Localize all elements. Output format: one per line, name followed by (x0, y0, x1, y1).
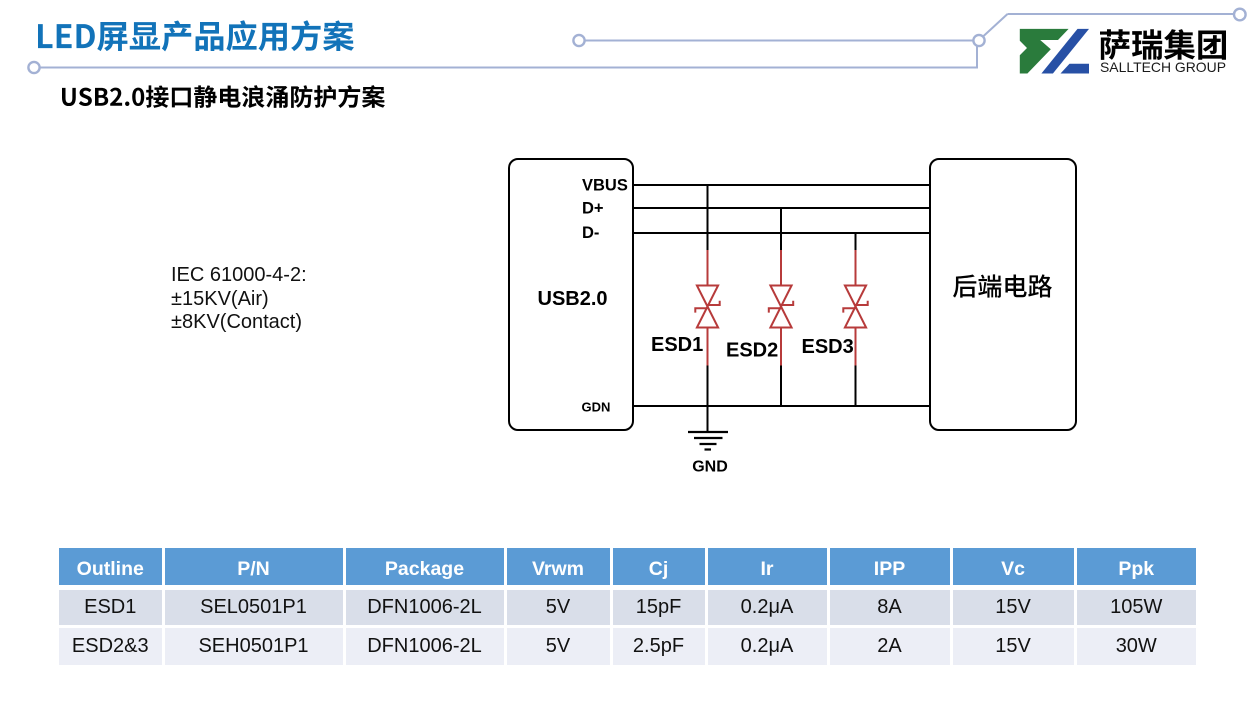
svg-text:ESD2: ESD2 (726, 339, 778, 361)
svg-text:GDN: GDN (582, 400, 611, 415)
svg-text:D+: D+ (582, 199, 604, 217)
svg-text:GND: GND (692, 459, 728, 476)
svg-text:SALLTECH GROUP: SALLTECH GROUP (1100, 59, 1226, 75)
svg-text:USB2.0: USB2.0 (538, 288, 608, 310)
svg-text:ESD1: ESD1 (651, 334, 703, 356)
svg-text:VBUS: VBUS (582, 177, 628, 195)
svg-text:ESD3: ESD3 (802, 336, 854, 358)
svg-text:D-: D- (582, 224, 599, 242)
